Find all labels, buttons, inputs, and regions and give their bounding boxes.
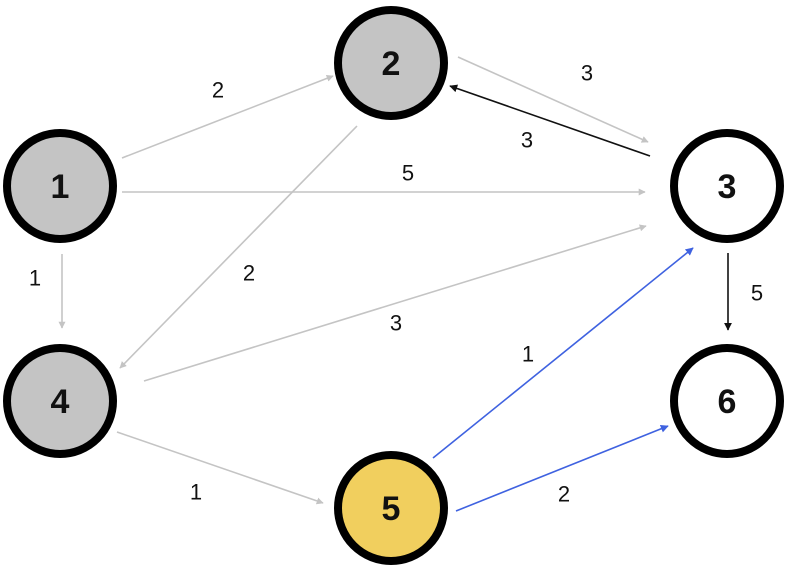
edge-weight-5-3: 1: [522, 342, 534, 367]
node-6: 6: [670, 344, 784, 458]
node-label-5: 5: [382, 490, 401, 528]
node-3: 3: [670, 129, 784, 243]
edge-2-3: [457, 56, 649, 143]
node-1: 1: [3, 129, 117, 243]
node-label-1: 1: [51, 168, 70, 206]
node-circle-1: [3, 129, 117, 243]
edge-weight-1-3: 5: [402, 161, 414, 186]
node-5: 5: [334, 451, 448, 565]
edge-weights-layer: 2 5 1 3 3 2 3 1 1 2 5: [29, 61, 763, 507]
edge-1-2: [121, 75, 334, 159]
edge-4-5: [116, 431, 324, 505]
edge-weight-1-4: 1: [29, 266, 41, 291]
edge-5-6: [455, 424, 669, 512]
node-circle-3: [670, 129, 784, 243]
edge-5-3: [432, 247, 694, 459]
node-circle-5: [334, 451, 448, 565]
node-label-2: 2: [382, 45, 401, 83]
edge-weight-1-2: 2: [212, 78, 224, 103]
edge-weight-4-5: 1: [190, 480, 202, 505]
node-circle-6: [670, 344, 784, 458]
edge-weight-2-4: 2: [243, 261, 255, 286]
node-circle-4: [3, 344, 117, 458]
edge-weight-2-3: 3: [581, 61, 593, 86]
edges-layer: [58, 56, 732, 512]
edge-weight-4-3: 3: [390, 311, 402, 336]
node-label-3: 3: [718, 168, 737, 206]
node-label-6: 6: [718, 383, 737, 421]
edge-4-3: [143, 224, 647, 382]
edge-weight-5-6: 2: [558, 482, 570, 507]
nodes-layer: 1 2 3 4 5 6: [3, 6, 784, 565]
edge-2-4: [119, 125, 358, 369]
edge-weight-3-6: 5: [751, 281, 763, 306]
node-2: 2: [334, 6, 448, 120]
edge-weight-3-2: 3: [521, 128, 533, 153]
edge-3-2: [449, 84, 651, 157]
node-circle-2: [334, 6, 448, 120]
node-label-4: 4: [51, 383, 70, 421]
node-4: 4: [3, 344, 117, 458]
